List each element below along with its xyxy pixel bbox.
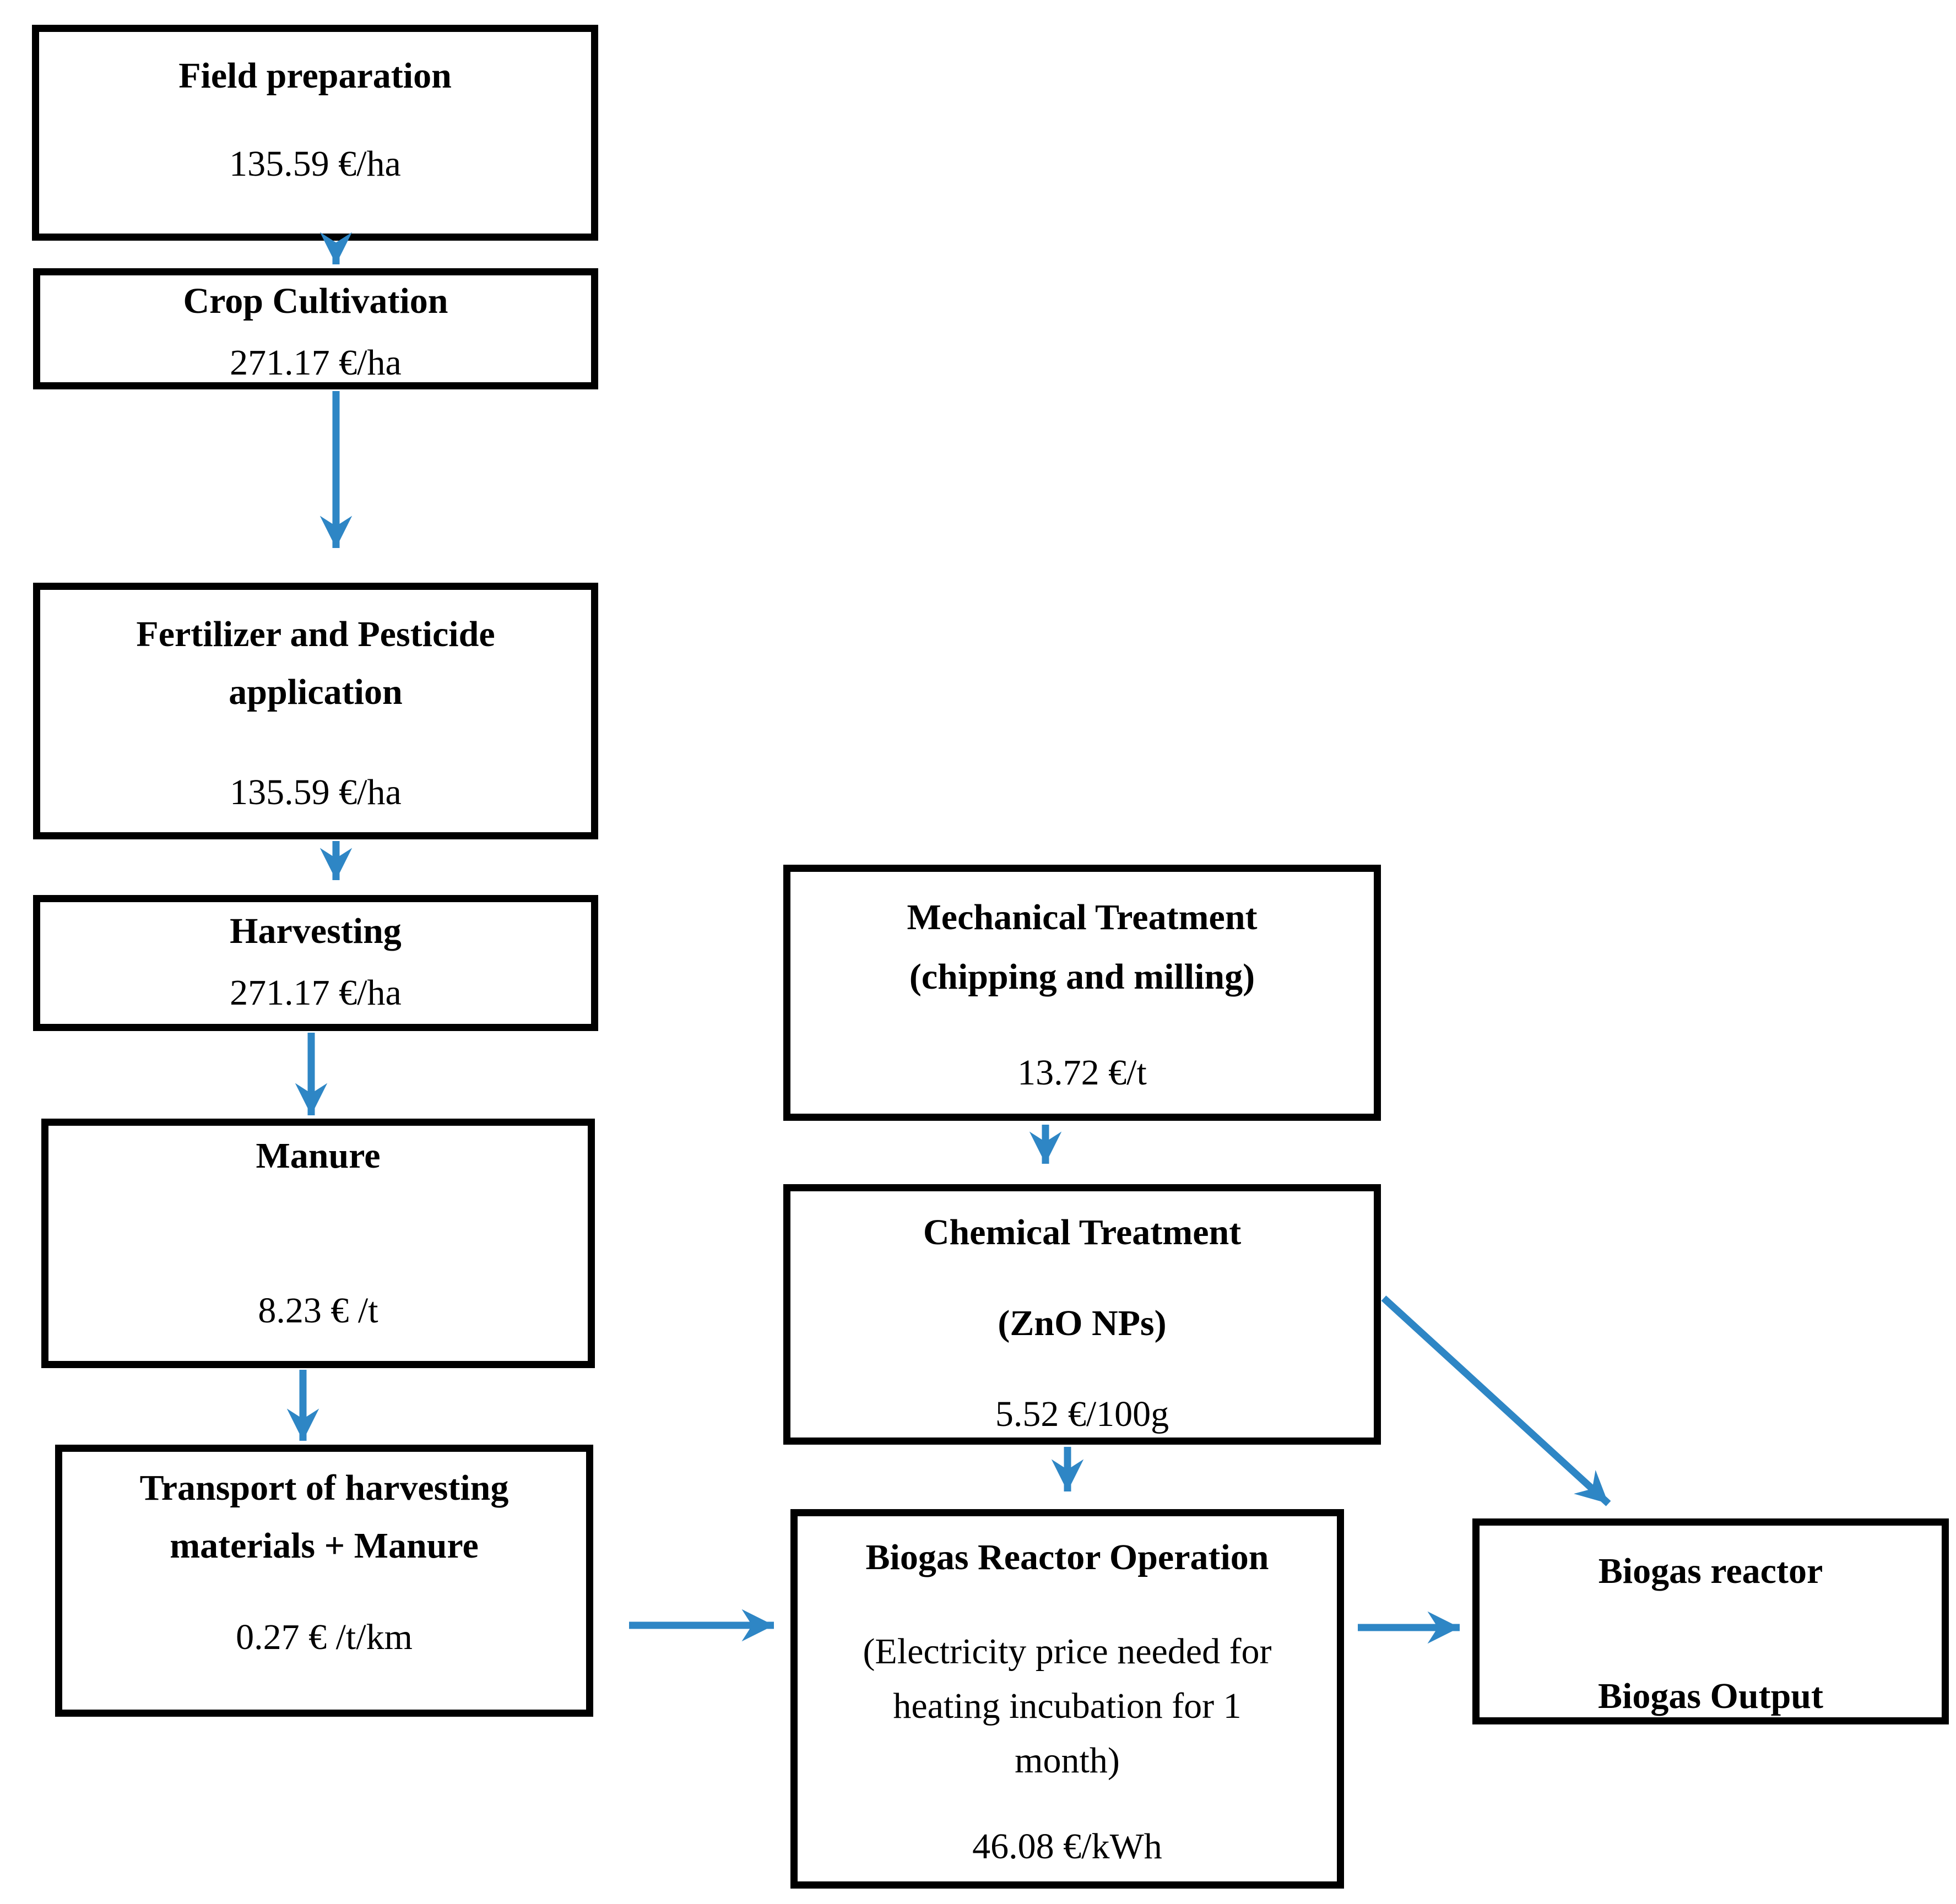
box-mechanical-treatment: Mechanical Treatment (chipping and milli… <box>783 865 1381 1121</box>
box-crop-cultivation-title: Crop Cultivation <box>183 281 448 321</box>
box-fertilizer-pesticide-title-line2: application <box>229 672 403 712</box>
box-chemical-treatment-value: 5.52 €/100g <box>995 1394 1169 1434</box>
box-manure-value: 8.23 € /t <box>258 1290 378 1331</box>
box-transport: Transport of harvesting materials + Manu… <box>55 1445 593 1717</box>
box-chemical-treatment: Chemical Treatment (ZnO NPs) 5.52 €/100g <box>783 1184 1381 1445</box>
box-mechanical-treatment-title-line1: Mechanical Treatment <box>907 897 1258 937</box>
box-crop-cultivation-value: 271.17 €/ha <box>230 343 402 383</box>
box-transport-value: 0.27 € /t/km <box>236 1617 413 1657</box>
box-fertilizer-pesticide: Fertilizer and Pesticide application 135… <box>33 583 598 839</box>
box-transport-title-line2: materials + Manure <box>170 1526 479 1566</box>
box-field-preparation-title: Field preparation <box>178 56 452 96</box>
box-harvesting-title: Harvesting <box>230 911 402 951</box>
box-biogas-reactor-title-line2: Biogas Output <box>1598 1676 1823 1716</box>
box-chemical-treatment-title-line2: (ZnO NPs) <box>998 1303 1167 1343</box>
box-biogas-reactor-operation-subtitle-line2: heating incubation for 1 <box>893 1686 1242 1726</box>
box-manure-title: Manure <box>256 1136 381 1176</box>
box-harvesting-value: 271.17 €/ha <box>230 973 402 1013</box>
box-mechanical-treatment-value: 13.72 €/t <box>1017 1053 1147 1093</box>
box-chemical-treatment-title-line1: Chemical Treatment <box>923 1212 1242 1252</box>
box-harvesting: Harvesting 271.17 €/ha <box>33 895 598 1031</box>
box-mechanical-treatment-title-line2: (chipping and milling) <box>909 957 1255 997</box>
box-field-preparation: Field preparation 135.59 €/ha <box>32 25 598 241</box>
box-biogas-reactor-operation-value: 46.08 €/kWh <box>972 1826 1162 1867</box>
box-biogas-reactor: Biogas reactor Biogas Output <box>1472 1518 1949 1724</box>
box-field-preparation-value: 135.59 €/ha <box>229 144 401 184</box>
box-manure: Manure 8.23 € /t <box>41 1119 595 1368</box>
box-biogas-reactor-operation-title: Biogas Reactor Operation <box>865 1537 1269 1577</box>
box-fertilizer-pesticide-value: 135.59 €/ha <box>230 772 402 812</box>
box-biogas-reactor-title-line1: Biogas reactor <box>1598 1551 1823 1591</box>
box-fertilizer-pesticide-title-line1: Fertilizer and Pesticide <box>136 614 495 654</box>
box-biogas-reactor-operation-subtitle-line3: month) <box>1015 1740 1120 1781</box>
box-biogas-reactor-operation: Biogas Reactor Operation (Electricity pr… <box>790 1509 1344 1889</box>
box-crop-cultivation: Crop Cultivation 271.17 €/ha <box>33 268 598 389</box>
arrow-chemical-to-reactor <box>1381 1295 1611 1506</box>
box-transport-title-line1: Transport of harvesting <box>139 1468 509 1508</box>
box-biogas-reactor-operation-subtitle-line1: (Electricity price needed for <box>863 1631 1272 1672</box>
